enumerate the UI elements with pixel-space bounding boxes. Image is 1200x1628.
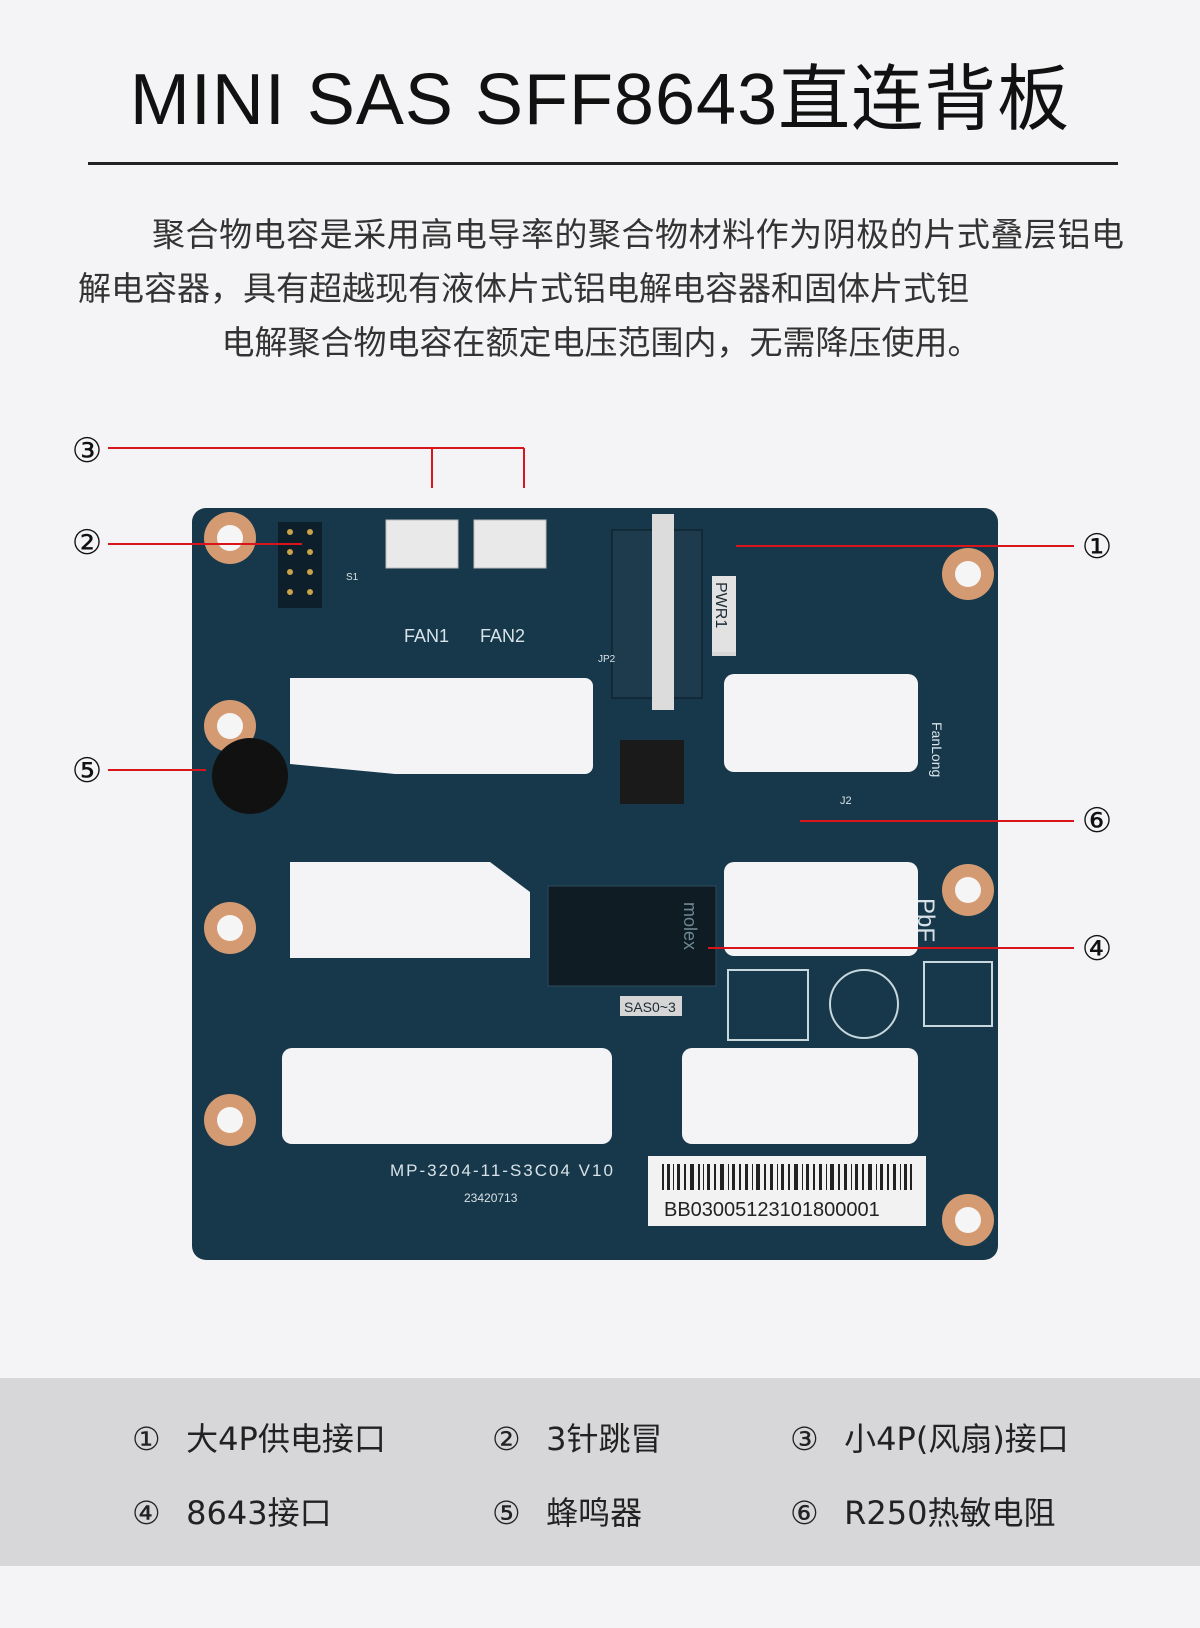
- callout-5: ⑤: [71, 751, 103, 791]
- silkscreen-esd: [923, 961, 993, 1027]
- silkscreen-circle: [829, 969, 899, 1039]
- model-label: MP-3204-11-S3C04 V10: [390, 1161, 615, 1180]
- brand-label: FanLong: [929, 722, 945, 777]
- board-illustration: BB03005123101800001 FAN1 FAN2 S1 JP2 J2 …: [0, 430, 1200, 1310]
- legend-label: 大4P供电接口: [186, 1420, 386, 1458]
- callout-3: ③: [71, 431, 103, 471]
- barcode-text: BB03005123101800001: [664, 1199, 880, 1221]
- callout-lines: [108, 447, 1074, 949]
- molex-label: molex: [680, 902, 700, 950]
- legend-number: ④: [132, 1494, 161, 1532]
- jp2-label: JP2: [598, 654, 616, 665]
- buzzer: [212, 738, 288, 814]
- legend-item-3: ③ 小4P(风扇)接口: [790, 1414, 1069, 1460]
- barcode-bars: [662, 1164, 912, 1190]
- silkscreen-square: [727, 969, 809, 1041]
- legend-number: ①: [132, 1420, 161, 1458]
- jumper-header: [278, 522, 322, 608]
- legend-number: ③: [790, 1420, 819, 1458]
- legend-item-4: ④ 8643接口: [132, 1488, 332, 1534]
- legend-label: 8643接口: [186, 1494, 332, 1532]
- board-cutouts: [282, 674, 918, 1144]
- mounting-holes: [204, 512, 994, 1246]
- sas-label: SAS0~3: [624, 999, 676, 1015]
- legend-number: ②: [492, 1420, 521, 1458]
- legend-panel: ① 大4P供电接口 ② 3针跳冒 ③ 小4P(风扇)接口 ④ 8643接口 ⑤ …: [0, 1378, 1200, 1566]
- legend-number: ⑤: [492, 1494, 521, 1532]
- legend-item-2: ② 3针跳冒: [492, 1414, 663, 1460]
- barcode-label: [648, 1156, 926, 1226]
- sas-label-bg: [620, 996, 682, 1016]
- legend-item-5: ⑤ 蜂鸣器: [492, 1488, 642, 1534]
- legend-label: R250热敏电阻: [844, 1494, 1056, 1532]
- pwr-label-bg: [712, 576, 736, 652]
- description-line-1: 聚合物电容是采用高电导率的聚合物材料作为阴极的片式叠层铝电解电容器，具有超越现有…: [78, 215, 1124, 308]
- lot-label: 23420713: [464, 1191, 518, 1205]
- s1-label: S1: [346, 572, 359, 583]
- legend-label: 小4P(风扇)接口: [844, 1420, 1069, 1458]
- sas-connector: [547, 885, 717, 987]
- fan-connectors: [385, 519, 547, 569]
- callout-6: ⑥: [1081, 801, 1113, 841]
- description-line-2: 电解聚合物电容在额定电压范围内，无需降压使用。: [221, 323, 981, 362]
- pbf-label: PbF: [912, 898, 939, 942]
- j2-label: J2: [840, 795, 852, 807]
- callout-1: ①: [1081, 527, 1113, 567]
- description: 聚合物电容是采用高电导率的聚合物材料作为阴极的片式叠层铝电解电容器，具有超越现有…: [78, 208, 1124, 370]
- fan1-label: FAN1: [404, 626, 449, 646]
- pwr-label: PWR1: [712, 582, 729, 628]
- legend-item-1: ① 大4P供电接口: [132, 1414, 386, 1460]
- legend-number: ⑥: [790, 1494, 819, 1532]
- title-divider: [88, 162, 1118, 165]
- callout-4: ④: [1081, 929, 1113, 969]
- legend-item-6: ⑥ R250热敏电阻: [790, 1488, 1056, 1534]
- fan2-label: FAN2: [480, 626, 525, 646]
- page-title: MINI SAS SFF8643直连背板: [129, 60, 1071, 140]
- pcb-board-image: BB03005123101800001 FAN1 FAN2 S1 JP2 J2 …: [108, 447, 1074, 1260]
- legend-label: 蜂鸣器: [546, 1494, 643, 1532]
- controller-chip: [620, 740, 684, 804]
- legend-label: 3针跳冒: [546, 1420, 663, 1458]
- callout-2: ②: [71, 523, 103, 563]
